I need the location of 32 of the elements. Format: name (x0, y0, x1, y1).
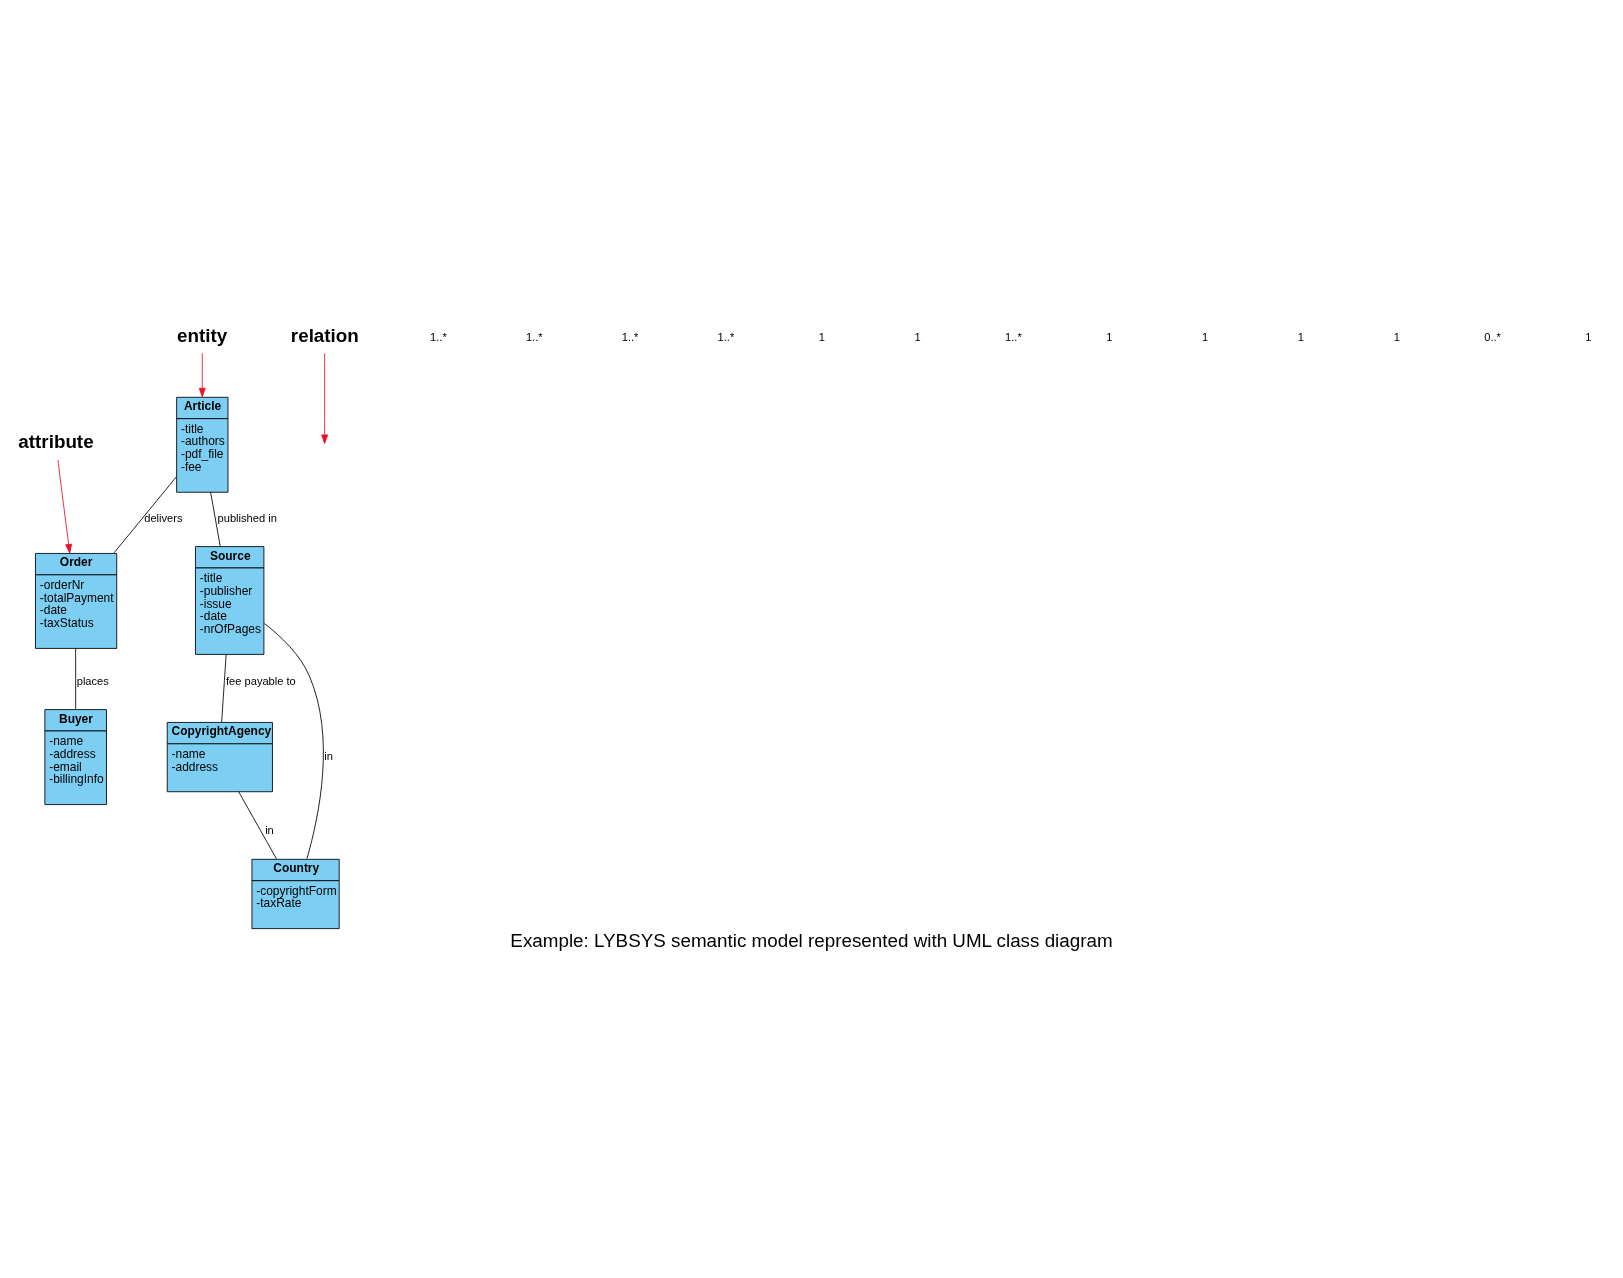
label: 1..* (621, 330, 639, 343)
label: 1..* (717, 330, 735, 343)
connector (238, 791, 277, 860)
label: 1 (914, 330, 921, 343)
edge-label: in (265, 824, 274, 837)
label: 1 (1297, 330, 1305, 343)
arrow (57, 459, 73, 554)
connector (210, 491, 221, 547)
label: 1..* (525, 330, 543, 343)
label: 1 (1585, 330, 1592, 343)
arrow (198, 352, 206, 398)
label: 1..* (1005, 330, 1022, 343)
node-text: relation (290, 324, 359, 346)
label: 1..* (430, 330, 447, 343)
connector (113, 476, 177, 554)
connector (263, 623, 324, 860)
label: 1 (818, 330, 825, 343)
connector (75, 647, 77, 710)
edge-label: delivers (144, 512, 183, 525)
node-text: attribute (18, 431, 94, 453)
caption: Example: LYBSYS semantic model represented with UML class diagram (510, 929, 1113, 951)
connector (221, 654, 227, 723)
edge-label: in (324, 749, 333, 762)
label: 1 (1393, 330, 1400, 343)
node-text: entity (177, 324, 228, 346)
edge-label: fee payable to (226, 674, 296, 687)
edge-label: places (76, 674, 109, 687)
arrow (321, 352, 329, 444)
edge-label: published in (217, 512, 277, 525)
label: 0..* (1484, 330, 1501, 343)
label: 1 (1201, 330, 1209, 343)
label: 1 (1106, 330, 1113, 343)
